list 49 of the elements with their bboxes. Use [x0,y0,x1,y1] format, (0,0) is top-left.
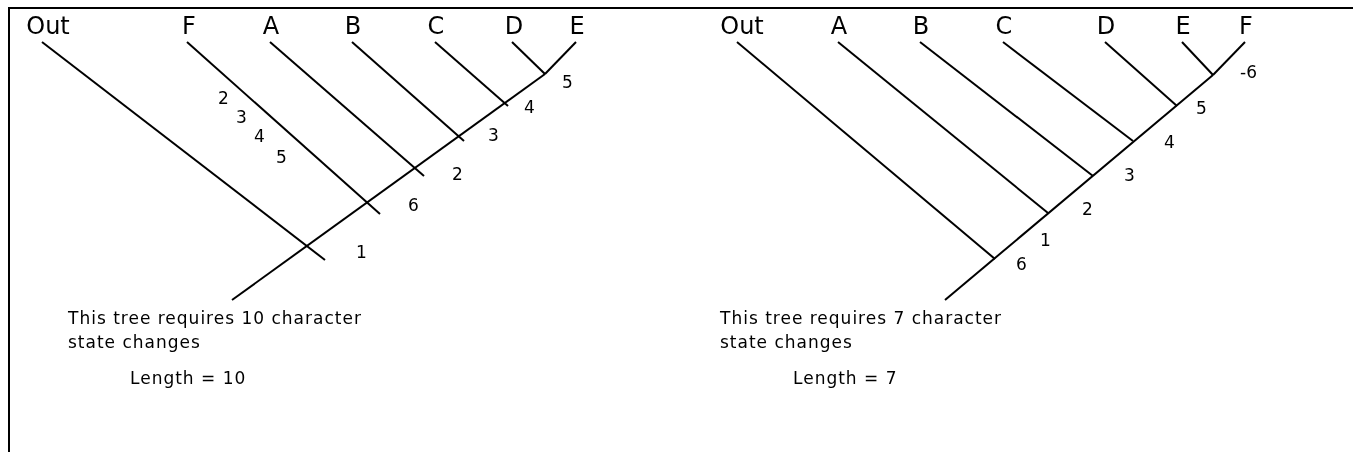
taxon-label: A [826,12,852,40]
taxon-label: Out [714,12,770,40]
taxon-label: B [340,12,366,40]
length-text: Length = 10 [130,367,247,390]
taxon-label: B [908,12,934,40]
character-change-number: 4 [524,96,535,119]
character-change-number: 3 [236,106,247,129]
caption-text: This tree requires 10 character state changes [68,307,363,354]
taxon-label: E [1170,12,1196,40]
taxon-label: A [258,12,284,40]
taxon-label: Out [20,12,76,40]
branch-line [1002,41,1134,142]
branch-line [434,41,509,107]
branch-line [1104,41,1178,107]
character-change-number: 2 [1082,198,1093,221]
character-change-number: 4 [1164,131,1175,154]
taxon-label: C [990,12,1018,40]
character-change-number: 2 [218,87,229,110]
character-change-number: 3 [1124,164,1135,187]
taxon-label: D [500,12,528,40]
character-change-number: 1 [356,241,367,264]
character-change-number: 6 [408,194,419,217]
taxon-label: D [1092,12,1120,40]
branch-line [736,41,996,260]
character-change-number: 4 [254,125,265,148]
branch-line [511,41,546,75]
branch-line [837,41,1049,214]
caption-text: This tree requires 7 character state changes [720,307,1004,354]
branch-line [269,41,425,177]
character-change-number: 6 [1016,253,1027,276]
taxon-label: F [1233,12,1259,40]
character-change-number: 5 [276,146,287,169]
taxon-label: E [564,12,590,40]
branch-line [41,41,326,261]
character-change-number: 5 [562,71,573,94]
taxon-label: F [176,12,202,40]
branch-line [186,41,381,215]
branch-line [1212,41,1246,76]
branch-line [1181,41,1214,76]
branch-line [544,41,577,75]
character-change-number: 2 [452,163,463,186]
branch-line [919,41,1094,177]
taxon-label: C [422,12,450,40]
character-change-number: 1 [1040,229,1051,252]
length-text: Length = 7 [793,367,898,390]
character-change-number: 3 [488,124,499,147]
character-change-number: 5 [1196,97,1207,120]
branch-line [351,41,465,142]
character-change-number: -6 [1240,61,1257,84]
